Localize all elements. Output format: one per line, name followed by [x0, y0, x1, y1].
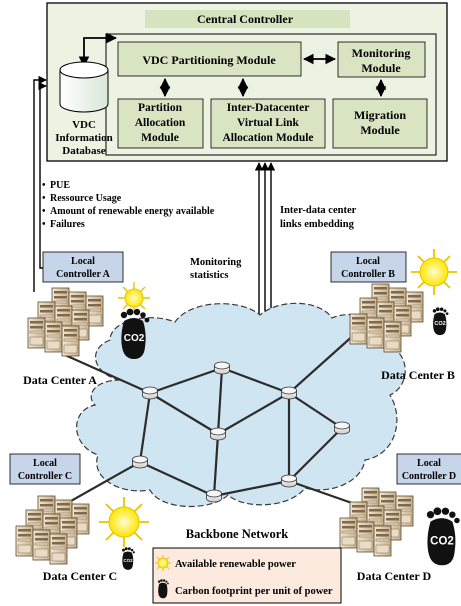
local-controller-d: Local Controller D — [396, 453, 461, 485]
svg-text:VDC Partitioning Module: VDC Partitioning Module — [142, 53, 276, 67]
svg-text:Module: Module — [361, 61, 401, 75]
data-center-d-servers — [339, 487, 414, 557]
router-icon — [214, 361, 230, 375]
svg-text:CO2: CO2 — [124, 333, 145, 344]
router-icon — [210, 427, 226, 441]
sun-icon — [99, 497, 149, 547]
svg-text:Amount of renewable energy ava: Amount of renewable energy available — [50, 206, 215, 217]
svg-text:Controller B: Controller B — [341, 269, 395, 280]
legend-carbon-label: Carbon footprint per unit of power — [175, 586, 333, 597]
sun-icon — [118, 282, 150, 314]
migration-module: Migration Module — [332, 98, 428, 149]
carbon-footprint-icon: CO2 — [122, 547, 135, 570]
svg-text:CO2: CO2 — [434, 321, 445, 327]
svg-text:Allocation: Allocation — [135, 117, 186, 129]
local-controller-c: Local Controller C — [9, 453, 81, 485]
svg-text:Local: Local — [71, 256, 95, 267]
module-arrows — [78, 32, 387, 98]
sun-icon — [411, 249, 457, 295]
data-center-b-label: Data Center B — [381, 368, 455, 382]
svg-text:Database: Database — [62, 145, 106, 157]
database-icon — [59, 61, 109, 113]
svg-text:Controller D: Controller D — [402, 471, 456, 482]
inter-datacenter-module: Inter-Datacenter Virtual Link Allocation… — [210, 98, 326, 149]
svg-text:•: • — [42, 193, 46, 204]
data-center-c-servers — [15, 495, 90, 565]
links-embedding-label: Inter-data center links embedding — [280, 205, 357, 230]
network-links — [54, 324, 373, 512]
svg-text:Module: Module — [141, 132, 179, 144]
legend-renewable-label: Available renewable power — [175, 559, 296, 570]
svg-text:Virtual Link: Virtual Link — [237, 117, 299, 129]
router-icon — [206, 489, 222, 503]
svg-text:PUE: PUE — [50, 180, 70, 191]
vdc-information-database-label: VDC Information Database — [55, 119, 112, 157]
svg-text:•: • — [42, 180, 46, 191]
local-controller-b: Local Controller B — [330, 251, 407, 283]
svg-text:Ressource Usage: Ressource Usage — [50, 193, 122, 204]
central-controller-title: Central Controller — [197, 12, 294, 26]
svg-text:Partition: Partition — [138, 102, 183, 114]
info-list: • PUE • Ressource Usage • Amount of rene… — [42, 180, 215, 230]
carbon-footprint-icon: CO2 — [426, 507, 460, 566]
svg-text:Failures: Failures — [50, 219, 85, 230]
partition-allocation-module: Partition Allocation Module — [117, 98, 204, 149]
svg-text:Controller A: Controller A — [56, 269, 111, 280]
router-icon — [142, 386, 158, 400]
svg-text:Local: Local — [356, 256, 380, 267]
data-center-b-servers — [349, 283, 424, 353]
local-controller-a: Local Controller A — [42, 251, 124, 283]
router-icon — [334, 421, 350, 435]
data-center-d-label: Data Center D — [357, 569, 432, 583]
svg-text:Monitoring: Monitoring — [190, 257, 242, 268]
data-center-a-label: Data Center A — [23, 373, 97, 387]
svg-text:Information: Information — [55, 132, 112, 144]
monitoring-module: Monitoring Module — [337, 41, 426, 78]
legend: Available renewable power Carbon footpri… — [152, 547, 342, 604]
vdc-partitioning-module: VDC Partitioning Module — [117, 41, 302, 77]
svg-text:CO2: CO2 — [123, 558, 133, 563]
svg-text:Inter-Datacenter: Inter-Datacenter — [227, 102, 310, 114]
svg-text:statistics: statistics — [190, 270, 229, 281]
svg-text:Allocation Module: Allocation Module — [222, 132, 313, 144]
backbone-cloud — [76, 302, 406, 507]
router-icon — [281, 474, 297, 488]
svg-text:Local: Local — [417, 458, 441, 469]
router-icon — [281, 386, 297, 400]
svg-text:Inter-data center: Inter-data center — [280, 205, 357, 216]
svg-text:links embedding: links embedding — [280, 219, 355, 230]
svg-text:CO2: CO2 — [430, 536, 454, 548]
monitoring-statistics-label: Monitoring statistics — [190, 257, 242, 281]
sun-icon — [155, 555, 171, 571]
backbone-network-label: Backbone Network — [186, 527, 288, 541]
data-center-c-label: Data Center C — [43, 569, 117, 583]
svg-text:Migration: Migration — [354, 108, 406, 122]
svg-text:VDC: VDC — [72, 119, 96, 131]
svg-text:•: • — [42, 219, 46, 230]
data-center-a-servers — [27, 287, 104, 357]
svg-text:•: • — [42, 206, 46, 217]
svg-text:Module: Module — [360, 123, 400, 137]
carbon-footprint-icon: CO2 — [432, 307, 449, 336]
svg-text:Monitoring: Monitoring — [352, 46, 411, 60]
svg-text:Controller C: Controller C — [18, 471, 72, 482]
router-icon — [132, 455, 148, 469]
carbon-footprint-icon: CO2 — [120, 308, 150, 359]
svg-text:Local: Local — [33, 458, 57, 469]
